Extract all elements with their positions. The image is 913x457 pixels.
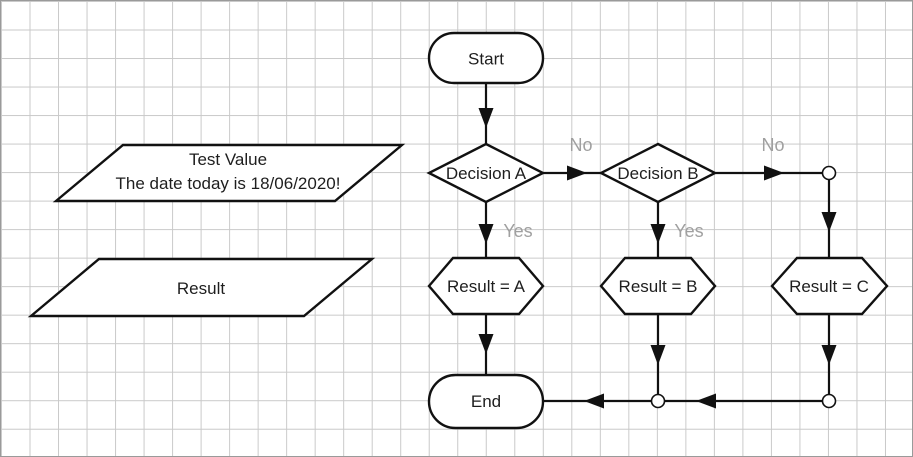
node-decision-a[interactable]: Decision A (426, 142, 546, 204)
node-io-test-value-line2: The date today is 18/06/2020! (116, 174, 341, 193)
node-io-result-label: Result (177, 279, 225, 298)
arrow-down-icon (650, 224, 666, 244)
arrow-down-icon (821, 345, 837, 365)
arrow-right-icon (567, 165, 587, 181)
arrow-down-icon (478, 108, 494, 128)
arrow-down-icon (478, 334, 494, 354)
connector-result-b-to-junction-bottom[interactable] (650, 314, 666, 395)
connector-result-c-to-junction-bottom[interactable] (821, 314, 837, 395)
arrow-down-icon (821, 212, 837, 232)
node-start[interactable]: Start (427, 31, 545, 85)
node-io-test-value-line1: Test Value (189, 150, 267, 169)
connector-junction-c-to-junction-b[interactable] (664, 393, 823, 409)
arrow-down-icon (478, 224, 494, 244)
node-result-a-label: Result = A (447, 277, 526, 296)
arrow-left-icon (696, 393, 716, 409)
node-result-c-label: Result = C (789, 277, 869, 296)
node-io-result[interactable]: Result (27, 257, 376, 318)
junction-point[interactable] (650, 393, 666, 409)
arrow-down-icon (650, 345, 666, 365)
edge-label-yes-2: Yes (674, 221, 703, 241)
arrow-right-icon (764, 165, 784, 181)
node-result-a[interactable]: Result = A (427, 256, 545, 316)
connector-decision-a-to-decision-b[interactable] (543, 165, 601, 181)
connector-junction-b-to-end[interactable] (543, 393, 652, 409)
connector-junction-to-result-c[interactable] (821, 179, 837, 259)
edge-label-yes-1: Yes (503, 221, 532, 241)
connector-decision-a-to-result-a[interactable] (478, 202, 494, 258)
node-decision-b-label: Decision B (617, 164, 698, 183)
edge-label-no-1: No (569, 135, 592, 155)
connector-decision-b-to-result-b[interactable] (650, 202, 666, 258)
edge-label-no-2: No (761, 135, 784, 155)
node-start-label: Start (468, 50, 504, 69)
junction-point[interactable] (821, 393, 837, 409)
node-result-c[interactable]: Result = C (770, 256, 889, 316)
node-result-b[interactable]: Result = B (599, 256, 717, 316)
connector-decision-b-to-junction-top[interactable] (715, 165, 823, 181)
node-end[interactable]: End (427, 373, 545, 430)
connector-result-a-to-end[interactable] (478, 314, 494, 375)
node-result-b-label: Result = B (619, 277, 698, 296)
node-decision-a-label: Decision A (446, 164, 527, 183)
node-decision-b[interactable]: Decision B (598, 142, 718, 204)
node-end-label: End (471, 392, 501, 411)
node-io-test-value[interactable]: Test Value The date today is 18/06/2020! (52, 143, 406, 203)
junction-point[interactable] (821, 165, 837, 181)
connector-start-to-decision-a[interactable] (478, 83, 494, 144)
arrow-left-icon (584, 393, 604, 409)
